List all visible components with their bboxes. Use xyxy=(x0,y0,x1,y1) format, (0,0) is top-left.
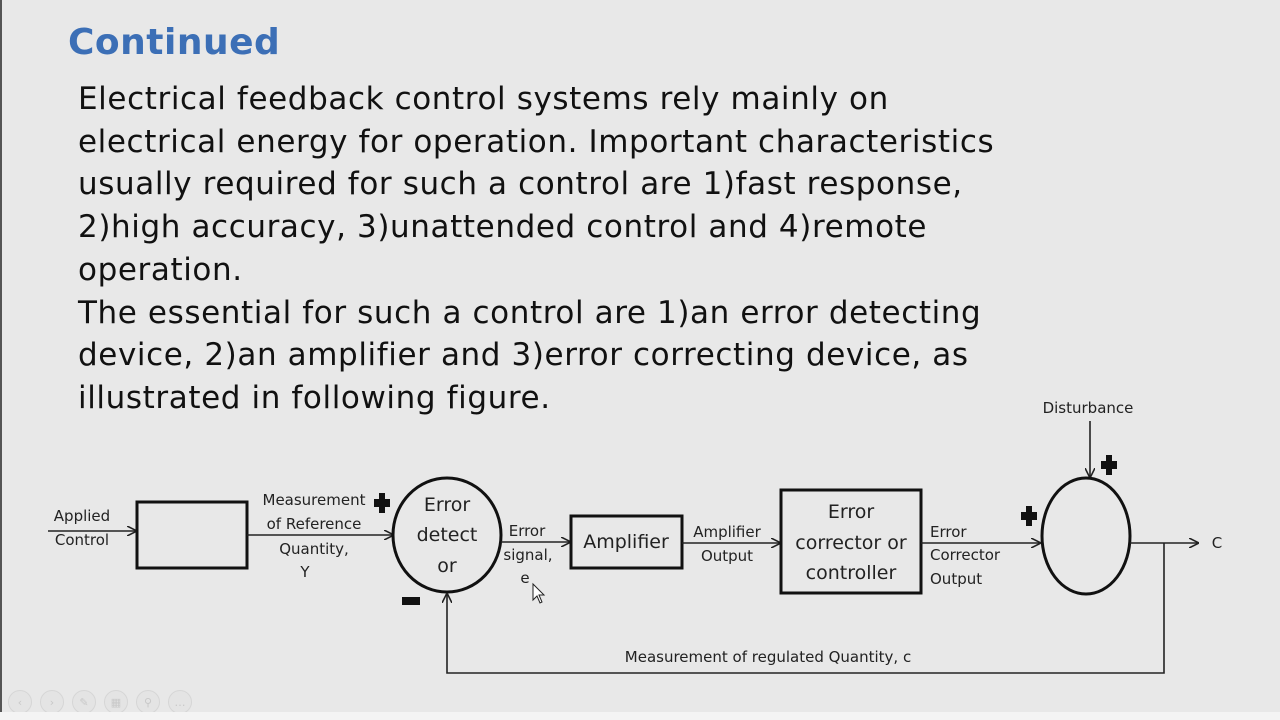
reference-input-block xyxy=(135,500,249,570)
minus-sign-icon xyxy=(402,597,420,605)
slide-edge xyxy=(0,0,2,720)
amplifier-block xyxy=(569,514,684,570)
amplifier-output-label-line: Output xyxy=(701,547,753,565)
corrector-label-line: corrector or xyxy=(795,532,907,554)
error-corrector-block xyxy=(779,488,923,595)
input-label-line: Control xyxy=(55,531,109,549)
slides-icon[interactable]: ▦ xyxy=(104,690,128,714)
error-detector-label-line: Error xyxy=(424,494,471,516)
slide-body: Electrical feedback control systems rely… xyxy=(78,78,1238,420)
body-line: usually required for such a control are … xyxy=(78,166,963,203)
more-icon[interactable]: … xyxy=(168,690,192,714)
body-line: The essential for such a control are 1)a… xyxy=(78,294,982,331)
error-signal-label-line: Error xyxy=(509,522,546,540)
corrector-output-label-line: Corrector xyxy=(930,546,1001,564)
next-icon[interactable]: › xyxy=(40,690,64,714)
slide-title: Continued xyxy=(68,22,281,63)
body-line: device, 2)an amplifier and 3)error corre… xyxy=(78,337,969,374)
body-line: illustrated in following figure. xyxy=(78,379,551,416)
reference-label-line: Measurement xyxy=(263,491,366,509)
corrector-output-label-line: Error xyxy=(930,523,967,541)
amplifier-label: Amplifier xyxy=(583,531,669,553)
presentation-toolbar: ‹ › ✎ ▦ ⚲ … xyxy=(8,690,192,714)
feedback-label: Measurement of regulated Quantity, c xyxy=(625,648,911,666)
corrector-output-label-line: Output xyxy=(930,570,982,588)
error-signal-label-line: e xyxy=(520,569,529,587)
pen-icon[interactable]: ✎ xyxy=(72,690,96,714)
reference-label-line: Quantity, xyxy=(279,540,349,558)
output-label: C xyxy=(1212,534,1222,552)
error-detector-label-line: detect xyxy=(417,524,478,546)
reference-label-line: of Reference xyxy=(267,515,362,533)
body-line: Electrical feedback control systems rely… xyxy=(78,81,889,117)
zoom-icon[interactable]: ⚲ xyxy=(136,690,160,714)
plus-sign-icon xyxy=(374,493,390,513)
mouse-cursor-icon xyxy=(532,582,546,604)
summing-junction-circle xyxy=(1040,476,1132,596)
error-detector-label-line: or xyxy=(437,555,457,577)
error-signal-label-line: signal, xyxy=(503,546,552,564)
body-line: electrical energy for operation. Importa… xyxy=(78,123,995,160)
body-line: operation. xyxy=(78,251,243,288)
corrector-label-line: Error xyxy=(828,501,875,523)
corrector-label-line: controller xyxy=(806,562,897,584)
disturbance-label: Disturbance xyxy=(1043,399,1134,417)
feedback-line xyxy=(447,543,1165,674)
plus-sign-icon xyxy=(1101,455,1117,475)
amplifier-output-label-line: Amplifier xyxy=(693,523,761,541)
body-line: 2)high accuracy, 3)unattended control an… xyxy=(78,209,928,246)
error-detector-circle xyxy=(391,476,503,594)
plus-sign-icon xyxy=(1021,506,1037,526)
reference-label-line: Y xyxy=(299,563,310,581)
input-label-line: Applied xyxy=(54,507,110,525)
bottom-strip xyxy=(0,712,1280,720)
prev-icon[interactable]: ‹ xyxy=(8,690,32,714)
